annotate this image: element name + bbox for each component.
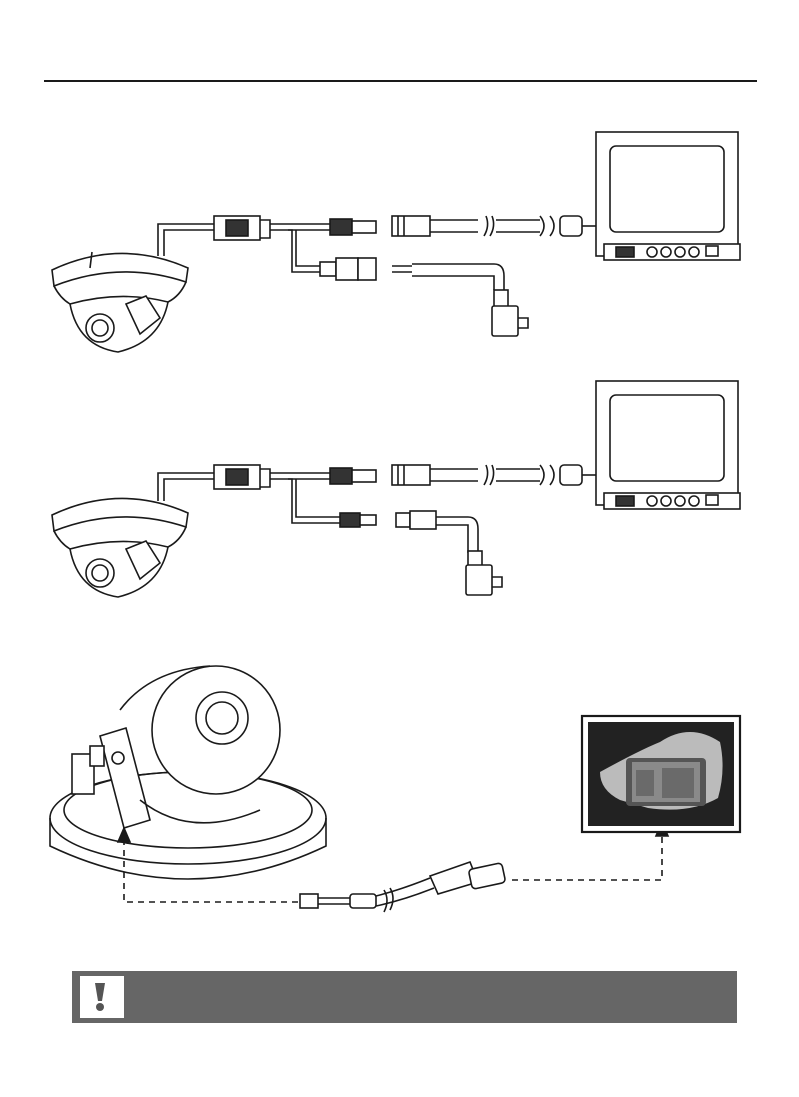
splitter-icon (214, 216, 270, 240)
header-rule (44, 80, 757, 82)
monitor-icon (596, 132, 740, 260)
power-adapter-icon (492, 290, 528, 336)
diagram-power-dc-jack (0, 375, 799, 615)
diagram-power-terminal (0, 120, 799, 360)
handheld-test-monitor-icon (582, 716, 740, 832)
exclamation-icon (80, 976, 124, 1018)
power-adapter-icon (466, 551, 502, 595)
bnc-connector-icon (330, 216, 596, 236)
terminal-block-icon (320, 258, 504, 290)
splitter-icon (214, 465, 270, 489)
dome-camera-icon (52, 498, 188, 597)
dc-jack-icon (340, 511, 478, 553)
note-bar (72, 971, 737, 1023)
service-cable-icon (300, 862, 506, 912)
diagram-test-monitor (0, 650, 799, 930)
monitor-icon (596, 381, 740, 509)
bnc-connector-icon (330, 465, 596, 485)
dome-camera-icon (52, 252, 188, 352)
open-dome-camera-icon (50, 666, 326, 879)
